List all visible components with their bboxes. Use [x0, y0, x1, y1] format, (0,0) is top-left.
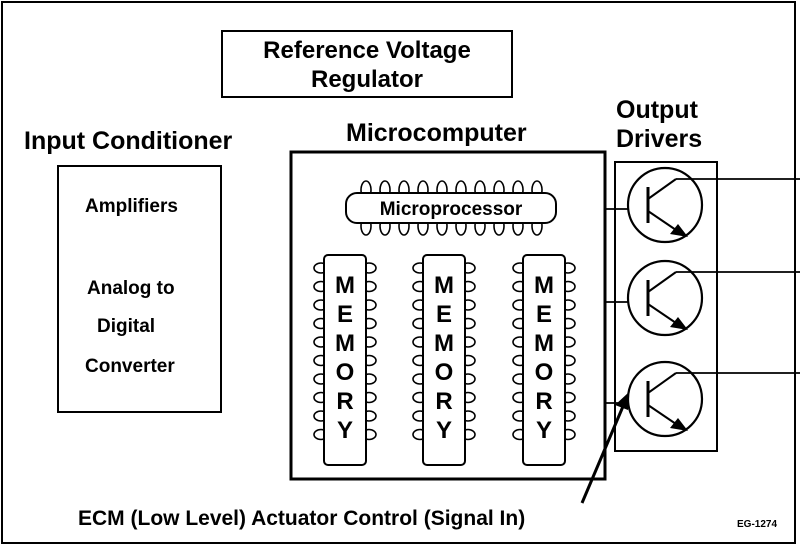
output-drivers-box	[614, 161, 718, 452]
memory-letter: R	[435, 388, 452, 415]
reference-regulator-line1: Reference Voltage	[263, 37, 471, 64]
amplifiers-label: Amplifiers	[85, 196, 178, 217]
memory-letter: M	[335, 272, 355, 299]
microprocessor-label: Microprocessor	[380, 199, 523, 220]
transistor	[605, 360, 800, 438]
memory-letter: Y	[536, 417, 552, 444]
transistor-emitter	[647, 404, 677, 425]
reference-regulator-line2: Regulator	[310, 66, 423, 93]
ecm-arrow-line	[580, 403, 626, 504]
memory-letter: R	[336, 388, 353, 415]
transistors	[605, 166, 800, 438]
transistor-collector	[647, 372, 677, 394]
memory-letter: O	[435, 359, 454, 386]
output-drivers-line2: Drivers	[616, 125, 703, 153]
memory-chip-body	[522, 254, 566, 466]
microcomputer-title: Microcomputer	[346, 119, 527, 147]
analog-to-label: Analog to	[87, 278, 175, 299]
memory-letter: M	[434, 330, 454, 357]
reference-voltage-regulator-box: Reference Voltage Regulator	[221, 30, 513, 98]
memory-letter: E	[536, 301, 552, 328]
memory-chip-body	[422, 254, 466, 466]
memory-letter: R	[535, 388, 552, 415]
memory-letter: Y	[337, 417, 353, 444]
transistor-emitter	[647, 303, 677, 324]
memory-letter: M	[434, 272, 454, 299]
transistor-circle	[626, 259, 704, 337]
output-drivers-line1: Output	[616, 96, 698, 124]
transistor	[605, 259, 800, 337]
memory-letter: O	[535, 359, 554, 386]
input-conditioner-title: Input Conditioner	[24, 127, 233, 155]
ecm-arrow-head	[615, 393, 628, 410]
converter-label: Converter	[85, 356, 175, 377]
emitter-arrow	[670, 317, 688, 330]
ecm-signal-label: ECM (Low Level) Actuator Control (Signal…	[78, 507, 526, 530]
input-conditioner-box	[57, 165, 222, 413]
microprocessor-chip	[345, 192, 557, 224]
digital-label: Digital	[97, 316, 156, 337]
output-drivers-title: Output Drivers	[616, 96, 702, 154]
memory-letter: M	[335, 330, 355, 357]
memory-letter: M	[534, 330, 554, 357]
memory-letter: M	[534, 272, 554, 299]
memory-letter: E	[337, 301, 353, 328]
transistor-collector	[647, 271, 677, 293]
transistor-circle	[626, 166, 704, 244]
transistor-collector	[647, 178, 677, 200]
emitter-arrow	[670, 224, 688, 237]
memory-letter: O	[336, 359, 355, 386]
memory-letter: E	[436, 301, 452, 328]
transistor-emitter	[647, 210, 677, 231]
memory-letter: Y	[436, 417, 452, 444]
transistor	[605, 166, 800, 244]
memory-chip-body	[323, 254, 367, 466]
figure-code: EG-1274	[737, 519, 778, 530]
emitter-arrow	[670, 418, 688, 431]
microcomputer-box	[289, 150, 607, 481]
